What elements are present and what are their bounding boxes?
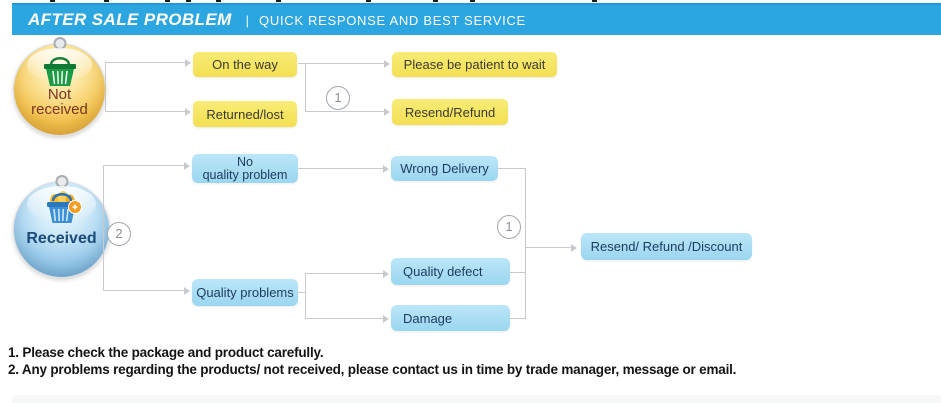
connector-line bbox=[498, 272, 526, 273]
cropped-text-remnants bbox=[0, 0, 5, 2]
connector-line bbox=[525, 168, 526, 319]
arrowhead-icon bbox=[184, 162, 190, 170]
connector-line bbox=[305, 63, 306, 112]
step-badge-1: 1 bbox=[326, 86, 350, 110]
not-received-label: Not received bbox=[14, 87, 105, 117]
node-damage: Damage bbox=[391, 305, 510, 331]
node-no-quality-problem: No quality problem bbox=[192, 154, 298, 183]
arrowhead-icon bbox=[383, 315, 389, 323]
connector-line bbox=[298, 292, 306, 293]
node-on-the-way: On the way bbox=[193, 52, 297, 77]
node-resend-refund-discount: Resend/ Refund /Discount bbox=[581, 233, 752, 260]
arrowhead-icon bbox=[184, 287, 190, 295]
connector-line bbox=[305, 273, 306, 319]
note-line-1: 1. Please check the package and product … bbox=[8, 345, 324, 360]
header-banner: AFTER SALE PROBLEM | QUICK RESPONSE AND … bbox=[12, 3, 941, 35]
connector-line bbox=[105, 62, 106, 112]
arrowhead-icon bbox=[383, 165, 389, 173]
connector-line bbox=[305, 318, 383, 319]
not-received-line2: received bbox=[31, 101, 88, 118]
arrowhead-icon bbox=[571, 244, 577, 252]
green-shopping-basket-icon bbox=[43, 57, 76, 86]
received-badge: Received bbox=[13, 175, 110, 278]
connector-line bbox=[305, 273, 383, 274]
connector-line bbox=[105, 62, 185, 63]
connector-line bbox=[298, 168, 383, 169]
arrowhead-icon bbox=[383, 270, 389, 278]
arrowhead-icon bbox=[384, 108, 390, 116]
no-quality-line1: No bbox=[237, 154, 253, 169]
node-resend-refund: Resend/Refund bbox=[392, 99, 508, 125]
step-badge-1: 1 bbox=[497, 215, 521, 239]
connector-line bbox=[305, 111, 384, 112]
step-badge-2: 2 bbox=[107, 222, 131, 246]
connector-line bbox=[498, 168, 526, 169]
header-separator: | bbox=[245, 12, 250, 28]
not-received-line1: Not bbox=[47, 86, 72, 103]
connector-line bbox=[103, 165, 104, 291]
node-wrong-delivery: Wrong Delivery bbox=[391, 156, 498, 181]
blue-shopping-basket-icon bbox=[46, 191, 82, 223]
node-be-patient: Please be patient to wait bbox=[392, 52, 557, 77]
connector-line bbox=[498, 318, 526, 319]
connector-line bbox=[105, 111, 185, 112]
connector-line bbox=[298, 63, 384, 64]
node-quality-problems: Quality problems bbox=[192, 279, 298, 306]
node-returned-lost: Returned/lost bbox=[193, 101, 297, 127]
connector-line bbox=[103, 165, 184, 166]
not-received-badge: Not received bbox=[13, 37, 106, 136]
node-quality-defect: Quality defect bbox=[391, 258, 510, 285]
arrowhead-icon bbox=[384, 60, 390, 68]
header-subtitle: QUICK RESPONSE AND BEST SERVICE bbox=[259, 12, 526, 28]
no-quality-line2: quality problem bbox=[202, 167, 288, 182]
connector-line bbox=[103, 290, 184, 291]
arrowhead-icon bbox=[185, 59, 191, 67]
header-title: AFTER SALE PROBLEM bbox=[28, 10, 232, 29]
note-line-2: 2. Any problems regarding the products/ … bbox=[8, 362, 737, 377]
arrowhead-icon bbox=[185, 108, 191, 116]
next-section-edge bbox=[12, 395, 941, 403]
received-label: Received bbox=[26, 230, 97, 247]
clasp-icon bbox=[53, 37, 66, 50]
connector-line bbox=[525, 247, 571, 248]
